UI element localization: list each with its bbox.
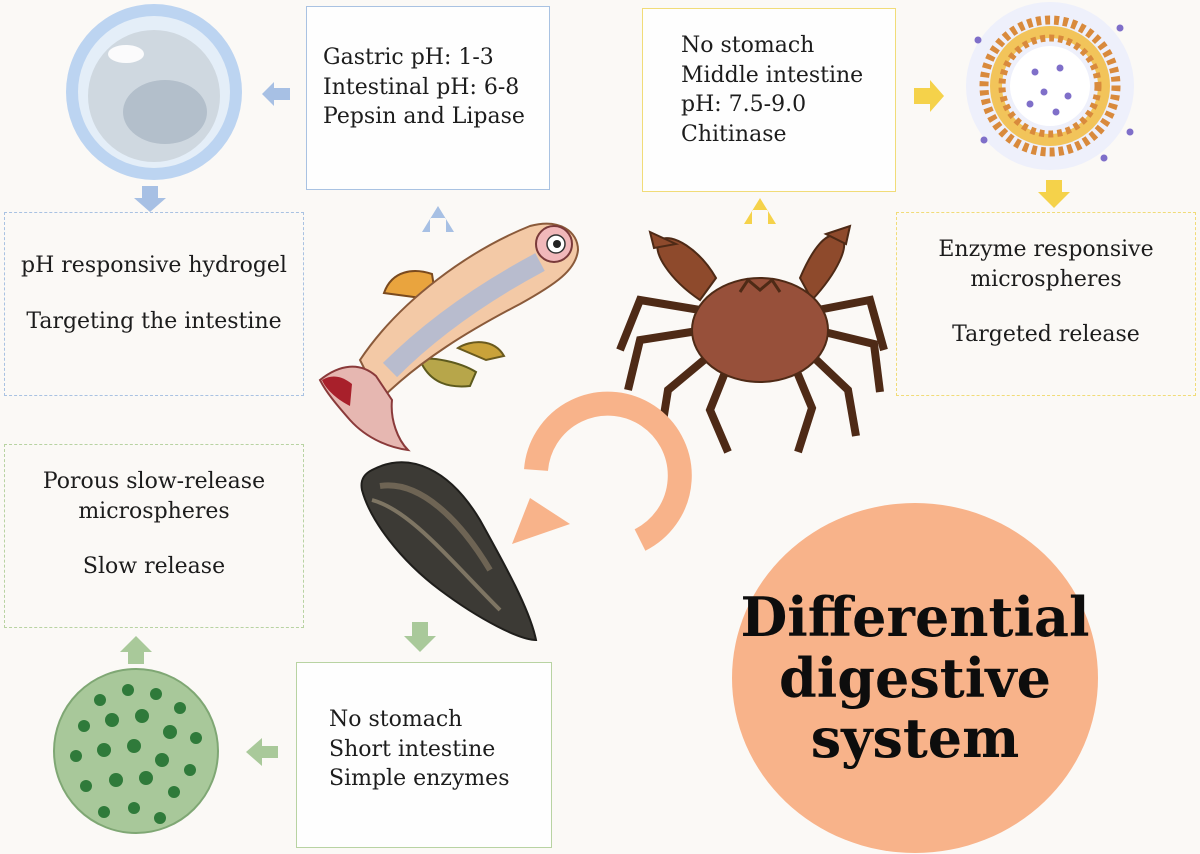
arrow-right-icon	[914, 80, 944, 112]
fish-digestive-info: Gastric pH: 1-3 Intestinal pH: 6-8 Pepsi…	[306, 6, 550, 190]
mussel-info-line: Short intestine	[329, 736, 496, 762]
mussel-info-line: No stomach	[329, 707, 463, 732]
hydrogel-bubble-icon	[66, 4, 242, 180]
arrow-down-icon	[1038, 180, 1070, 208]
fish-info-line: Intestinal pH: 6-8	[323, 74, 520, 100]
mussel-icon	[360, 461, 538, 642]
porous-microsphere-icon	[53, 668, 219, 834]
mussel-strategy-line: Slow release	[82, 554, 226, 580]
arrow-left-icon	[262, 82, 290, 106]
crab-info-line: Chitinase	[681, 122, 787, 148]
crab-info-line: pH: 7.5-9.0	[681, 92, 807, 118]
fish-icon	[318, 222, 580, 452]
mussel-strategy-line: microspheres	[78, 498, 230, 524]
arrow-up-icon	[120, 636, 152, 664]
crab-info-line: Middle intestine	[681, 62, 864, 88]
title-line: Differential	[740, 585, 1090, 650]
arrow-down-icon	[134, 186, 166, 212]
arrow-up-icon	[744, 198, 776, 224]
crab-digestive-info: No stomach Middle intestine pH: 7.5-9.0 …	[642, 8, 896, 192]
crab-strategy-box: Enzyme responsive microspheres Targeted …	[896, 212, 1196, 396]
cycle-arrow-icon	[512, 391, 692, 551]
title-line: system	[810, 706, 1020, 771]
crab-strategy-line: microspheres	[970, 266, 1122, 292]
crab-strategy-line: Enzyme responsive	[938, 237, 1154, 262]
fish-strategy-line: Targeting the intestine	[26, 308, 282, 334]
mussel-strategy-box: Porous slow-release microspheres Slow re…	[4, 444, 304, 628]
arrow-down-icon	[404, 622, 436, 652]
crab-icon	[616, 224, 888, 454]
mussel-digestive-info: No stomach Short intestine Simple enzyme…	[296, 662, 552, 848]
fish-strategy-box: pH responsive hydrogel Targeting the int…	[4, 212, 304, 396]
title-line: digestive	[779, 645, 1051, 710]
title-circle: Differential digestive system	[732, 503, 1098, 853]
fish-strategy-line: pH responsive hydrogel	[21, 253, 287, 278]
arrow-up-icon	[422, 206, 454, 232]
mussel-strategy-line: Porous slow-release	[42, 469, 266, 494]
crab-info-line: No stomach	[681, 33, 815, 58]
mussel-info-line: Simple enzymes	[329, 766, 510, 792]
liposome-microsphere-icon	[966, 2, 1134, 170]
fish-info-line: Gastric pH: 1-3	[323, 45, 494, 70]
crab-strategy-line: Targeted release	[952, 322, 1140, 348]
fish-info-line: Pepsin and Lipase	[323, 104, 525, 130]
arrow-left-icon	[246, 738, 278, 766]
